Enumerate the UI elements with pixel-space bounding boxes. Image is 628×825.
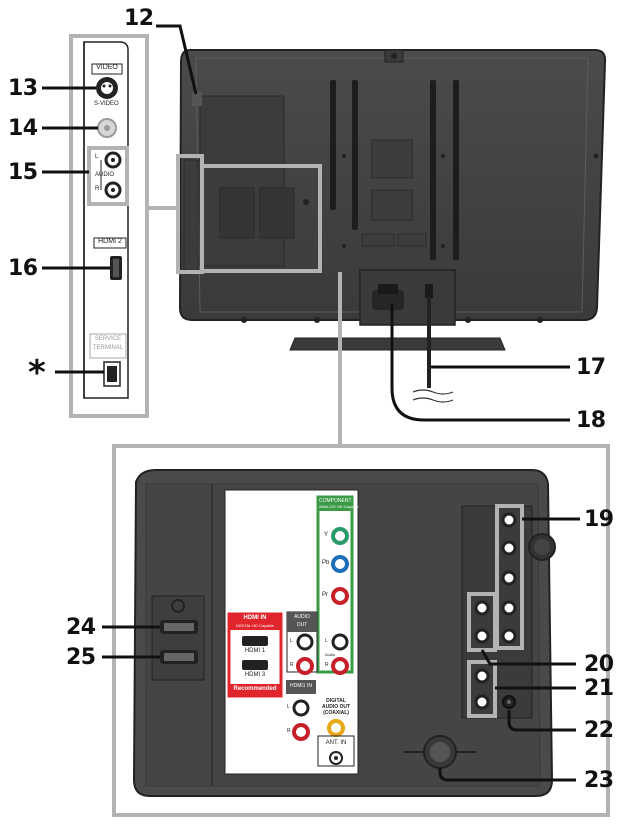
ant-in-label: ANT. IN [325, 740, 347, 746]
audio-label: AUDIO [95, 172, 115, 178]
y-label: Y [324, 532, 329, 538]
audio-out-label-2: OUT [296, 622, 308, 628]
callout-20: 20 [584, 652, 614, 677]
component-sub-label: ANALOG HD Capable [319, 504, 359, 509]
pr-label: Pr [322, 592, 328, 598]
callout-16: 16 [8, 256, 38, 281]
callout-12: 12 [124, 6, 154, 31]
callout-24: 24 [66, 615, 96, 640]
recommended-label: Recommended [233, 686, 277, 692]
hdmi3-label: HDMI 3 [244, 672, 266, 678]
callout-15: 15 [8, 160, 38, 185]
service-label-2: TERMINAL [92, 345, 124, 351]
callout-17: 17 [576, 355, 606, 380]
hdmi1-in-l-label: L [287, 704, 290, 710]
digital-label-2: AUDIO OUT [321, 704, 351, 710]
audio-out-l-label: L [290, 638, 293, 644]
audio-out-label-1: AUDIO [294, 614, 310, 620]
video-label: VIDEO [96, 64, 118, 71]
tv-back-view [178, 49, 607, 403]
hdmi-in-sub-label: DIGITAL HD Capable [235, 623, 274, 628]
hdmi1-in-r-label: R [287, 728, 291, 734]
component-l-label: L [325, 638, 328, 644]
audio-l-label: L [95, 154, 99, 160]
callout-asterisk: * [28, 353, 46, 393]
terminal-enlargement [132, 469, 556, 797]
component-r-label: R [325, 662, 329, 668]
hdmi1-in-label: HDMI1 IN [290, 683, 312, 689]
component-audio-label: Audio [325, 652, 336, 657]
callout-18: 18 [576, 408, 606, 433]
callout-25: 25 [66, 645, 96, 670]
callout-19: 19 [584, 507, 614, 532]
hdmi2-label: HDMI 2 [98, 238, 122, 245]
component-label: COMPONENT [319, 498, 352, 504]
callout-21: 21 [584, 676, 614, 701]
svideo-label: S-VIDEO [94, 101, 119, 107]
digital-label-3: (COAXIAL) [323, 710, 349, 716]
callout-22: 22 [584, 718, 614, 743]
leader-lines [42, 24, 580, 782]
service-label-1: SERVICE [94, 336, 122, 342]
side-terminal-panel [83, 41, 129, 399]
callout-23: 23 [584, 768, 614, 793]
audio-r-label: R [95, 186, 100, 192]
audio-out-r-label: R [290, 662, 294, 668]
callout-13: 13 [8, 76, 38, 101]
hdmi-in-label: HDMI IN [243, 615, 267, 621]
pb-label: Pb [322, 560, 330, 566]
digital-label-1: DIGITAL [326, 698, 346, 704]
callout-14: 14 [8, 116, 38, 141]
hdmi1-label: HDMI 1 [244, 648, 266, 654]
highlight-boxes [69, 34, 610, 817]
